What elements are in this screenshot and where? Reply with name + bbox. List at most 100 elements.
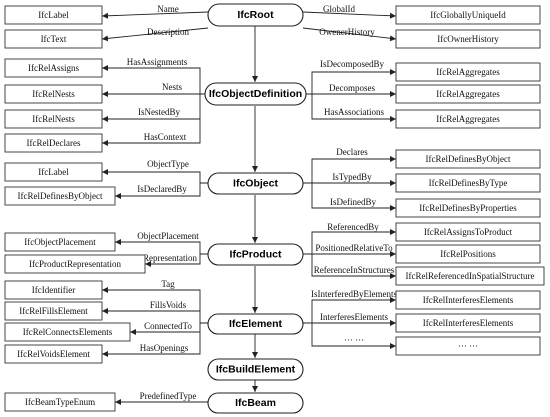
edge-isdefinedby: IsDefinedBy [330, 197, 376, 207]
box-ifcrelassignstoproduct: IfcRelAssignsToProduct [395, 222, 541, 242]
svg-text:IfcRelDeclares: IfcRelDeclares [27, 138, 81, 148]
svg-text:IfcRelInterferesElements: IfcRelInterferesElements [423, 295, 514, 305]
svg-text:IfcRelAssignsToProduct: IfcRelAssignsToProduct [424, 227, 513, 237]
svg-text:IfcRoot: IfcRoot [237, 9, 274, 21]
edge-representation: Representation [143, 253, 197, 263]
svg-text:IfcProduct: IfcProduct [230, 249, 282, 261]
svg-text:IfcObjectPlacement: IfcObjectPlacement [24, 237, 96, 247]
left-boxes: IfcLabel IfcText IfcRelAssigns IfcRelNes… [4, 5, 146, 412]
box-ifcrelassigns: IfcRelAssigns [4, 58, 103, 78]
box-ifcrelaggregates-1: IfcRelAggregates [395, 62, 541, 82]
box-ifcrelaggregates-2: IfcRelAggregates [395, 84, 541, 104]
edge-isdecomposedby: IsDecomposedBy [320, 59, 384, 69]
svg-text:IfcRelAggregates: IfcRelAggregates [436, 89, 500, 99]
edge-globalid: GlobalId [323, 4, 355, 14]
svg-text:IfcObjectDefinition: IfcObjectDefinition [209, 88, 302, 100]
box-ifcreldefinesbyproperties: IfcRelDefinesByProperties [395, 198, 541, 218]
svg-text:IfcRelDefinesByObject: IfcRelDefinesByObject [18, 191, 103, 201]
edge-declares: Declares [336, 147, 368, 157]
svg-text:IfcOwnerHistory: IfcOwnerHistory [437, 34, 499, 44]
entity-pills: IfcRoot IfcObjectDefinition IfcObject If… [204, 3, 307, 414]
svg-text:IfcObject: IfcObject [233, 178, 278, 190]
entity-ifcroot: IfcRoot [207, 3, 304, 27]
box-ifcobjectplacement: IfcObjectPlacement [4, 232, 116, 252]
svg-text:IfcRelAssigns: IfcRelAssigns [28, 63, 79, 73]
box-ifcreldeclares: IfcRelDeclares [4, 133, 103, 153]
entity-ifcelement: IfcElement [207, 313, 304, 335]
svg-text:IfcRelAggregates: IfcRelAggregates [436, 114, 500, 124]
svg-text:IfcRelNests: IfcRelNests [32, 114, 75, 124]
box-ifcrelinterfereselements-1: IfcRelInterferesElements [395, 290, 541, 310]
svg-text:IfcRelPositions: IfcRelPositions [440, 249, 496, 259]
edge-isnestedby: IsNestedBy [138, 107, 180, 117]
box-ifcidentifier: IfcIdentifier [4, 280, 103, 300]
box-dots: ··· ··· [395, 336, 541, 356]
edge-name: Name [157, 4, 179, 14]
box-ifctext: IfcText [4, 29, 103, 49]
box-ifcrelaggregates-3: IfcRelAggregates [395, 109, 541, 129]
entity-ifcobjectdefinition: IfcObjectDefinition [204, 82, 307, 106]
svg-text:IfcRelDefinesByProperties: IfcRelDefinesByProperties [419, 203, 517, 213]
edge-objecttype: ObjectType [147, 159, 189, 169]
edge-predefinedtype: PredefinedType [140, 391, 197, 401]
box-ifcreldefinesbyobject-right: IfcRelDefinesByObject [395, 149, 541, 169]
entity-ifcproduct: IfcProduct [207, 243, 304, 266]
box-ifcrelinterfereselements-2: IfcRelInterferesElements [395, 313, 541, 333]
edge-nests: Nests [162, 82, 182, 92]
connector-lines [101, 11, 397, 405]
edge-objectplacement: ObjectPlacement [137, 231, 199, 241]
entity-ifcbuildelement: IfcBuildElement [207, 358, 304, 381]
svg-text:IfcGloballyUniqueId: IfcGloballyUniqueId [430, 10, 506, 20]
svg-text:IfcLabel: IfcLabel [38, 10, 69, 20]
box-ifcrelpositions: IfcRelPositions [395, 244, 541, 264]
svg-text:IfcBeam: IfcBeam [235, 397, 276, 409]
box-ifcrelnests-1: IfcRelNests [4, 84, 103, 104]
svg-text:IfcIdentifier: IfcIdentifier [32, 285, 75, 295]
box-ifcrelfillselement: IfcRelFillsElement [4, 301, 103, 321]
box-ifcrelvoidselement: IfcRelVoidsElement [4, 344, 103, 364]
edge-isinterferedbyelements: IsInterferedByElements [311, 289, 397, 299]
svg-text:IfcRelAggregates: IfcRelAggregates [436, 67, 500, 77]
box-ifcrelconnectselements: IfcRelConnectsElements [4, 322, 131, 342]
box-ifcrelnests-2: IfcRelNests [4, 109, 103, 129]
entity-ifcobject: IfcObject [207, 172, 304, 195]
edge-hasassociations: HasAssociations [324, 107, 384, 117]
edge-isdeclaredby: IsDeclaredBy [137, 184, 187, 194]
edge-tag: Tag [161, 279, 175, 289]
svg-text:IfcRelInterferesElements: IfcRelInterferesElements [423, 318, 514, 328]
edge-hascontext: HasContext [144, 132, 187, 142]
right-boxes: IfcGloballyUniqueId IfcOwnerHistory IfcR… [395, 5, 545, 356]
edge-istypedby: IsTypedBy [332, 172, 372, 182]
edge-owenerhistory: OwenerHistory [319, 27, 375, 37]
svg-text:IfcLabel: IfcLabel [38, 167, 69, 177]
edge-referenceinstructures: ReferenceInStructures [314, 265, 395, 275]
edge-labels: Name Description GlobalId OwenerHistory … [127, 4, 398, 401]
box-ifcreldefinesbyobject-left: IfcRelDefinesByObject [4, 186, 116, 206]
svg-text:IfcProductRepresentation: IfcProductRepresentation [29, 259, 121, 269]
edge-hasopenings: HasOpenings [140, 343, 189, 353]
svg-text:IfcRelDefinesByObject: IfcRelDefinesByObject [426, 154, 511, 164]
entity-ifcbeam: IfcBeam [207, 392, 304, 414]
edge-interferreselements: InterferesElements [320, 312, 388, 322]
svg-text:IfcBuildElement: IfcBuildElement [216, 364, 296, 376]
box-ifcgloballyuniqueid: IfcGloballyUniqueId [395, 5, 541, 25]
svg-text:IfcRelNests: IfcRelNests [32, 89, 75, 99]
box-ifcproductrepresentation: IfcProductRepresentation [4, 254, 146, 274]
svg-text:IfcElement: IfcElement [229, 318, 283, 330]
box-ifclabel-root: IfcLabel [4, 5, 103, 25]
edge-referencedby: ReferencedBy [327, 222, 379, 232]
box-ifcbeamtypeenum: IfcBeamTypeEnum [4, 392, 116, 412]
svg-text:IfcRelReferencedInSpatialStruc: IfcRelReferencedInSpatialStructure [406, 271, 535, 281]
svg-text:IfcRelConnectsElements: IfcRelConnectsElements [23, 327, 113, 337]
edge-dots: ··· ··· [344, 335, 364, 345]
edge-hasassignments: HasAssignments [127, 57, 188, 67]
svg-text:IfcRelFillsElement: IfcRelFillsElement [19, 306, 88, 316]
svg-text:IfcText: IfcText [41, 34, 67, 44]
edge-decomposes: Decomposes [329, 83, 375, 93]
box-ifclabel-object: IfcLabel [4, 162, 103, 182]
svg-text:··· ···: ··· ··· [458, 341, 478, 351]
box-ifcrelreferencedinspatialstructure: IfcRelReferencedInSpatialStructure [395, 266, 545, 286]
edge-positionedrelativeto: PositionedRelativeTo [315, 243, 393, 253]
svg-text:IfcBeamTypeEnum: IfcBeamTypeEnum [25, 397, 95, 407]
